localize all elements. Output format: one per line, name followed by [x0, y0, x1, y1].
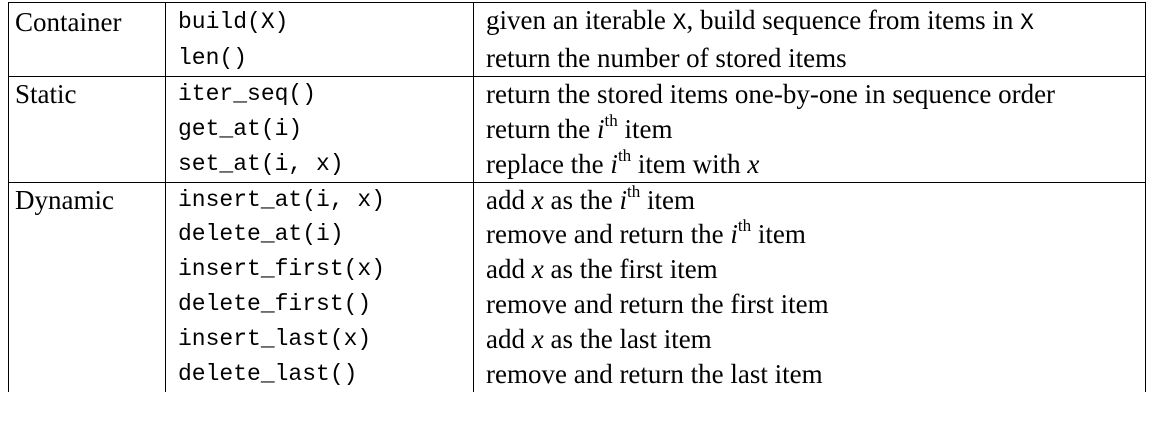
description-text: replace the	[486, 148, 611, 179]
table-row: insert_last(x)add x as the last item	[8, 322, 1146, 358]
description-text: return the	[486, 113, 597, 144]
description-text: remove and return the	[486, 219, 731, 250]
operation-cell: set_at(i, x)	[165, 146, 474, 183]
description-cell: remove and return the last item	[473, 357, 1146, 392]
description-cell: remove and return the first item	[473, 287, 1146, 323]
math-variable: i	[619, 184, 627, 215]
category-cell	[8, 322, 166, 358]
operation-cell: iter_seq()	[165, 75, 474, 112]
category-cell	[8, 287, 166, 323]
math-variable: x	[531, 324, 544, 355]
description-text: given an iterable	[486, 5, 673, 35]
description-cell: return the number of stored items	[473, 40, 1146, 77]
operation-cell: len()	[165, 40, 474, 77]
category-cell: Static	[8, 75, 166, 112]
table-row: insert_first(x)add x as the first item	[8, 252, 1146, 288]
table-row: get_at(i)return the ith item	[8, 110, 1146, 147]
table-row: set_at(i, x)replace the ith item with x	[8, 145, 1146, 183]
description-cell: return the ith item	[473, 110, 1146, 147]
description-cell: replace the ith item with x	[473, 145, 1146, 183]
description-cell: add x as the ith item	[473, 181, 1146, 218]
description-text: return the number of stored items	[486, 42, 847, 73]
description-text: add	[486, 324, 532, 355]
ordinal-suffix: th	[626, 181, 641, 201]
description-text: item	[751, 219, 806, 250]
math-variable: x	[747, 148, 760, 179]
description-text: as the first item	[543, 254, 718, 285]
description-text: item	[640, 184, 695, 215]
category-cell	[8, 40, 166, 77]
description-cell: add x as the last item	[473, 322, 1146, 358]
description-text: remove and return the last item	[486, 359, 823, 390]
operation-cell: insert_first(x)	[165, 252, 474, 288]
description-cell: remove and return the ith item	[473, 216, 1146, 253]
description-text: add	[486, 254, 532, 285]
category-cell: Container	[8, 1, 166, 41]
ordinal-suffix: th	[617, 145, 632, 165]
category-cell	[8, 146, 166, 183]
operation-cell: get_at(i)	[165, 111, 474, 147]
math-variable: i	[730, 219, 738, 250]
operation-cell: build(X)	[165, 1, 474, 41]
category-cell	[8, 252, 166, 288]
description-text: remove and return the first item	[486, 289, 829, 320]
description-text: item with	[631, 148, 748, 179]
description-text: as the	[543, 184, 620, 215]
math-variable: i	[596, 113, 605, 144]
description-cell: return the stored items one-by-one in se…	[473, 75, 1146, 112]
math-variable: x	[531, 184, 544, 215]
table-row: delete_last() remove and return the last …	[8, 357, 1146, 392]
operation-cell: delete_last()	[165, 357, 474, 392]
table-row: delete_first() remove and return the firs…	[8, 287, 1146, 323]
math-variable: x	[531, 254, 544, 285]
description-text: as the last item	[543, 324, 712, 355]
math-variable: i	[610, 148, 618, 179]
category-cell	[8, 217, 166, 253]
category-cell	[8, 357, 166, 392]
description-text: item	[617, 113, 673, 144]
ordinal-suffix: th	[737, 216, 752, 236]
operation-cell: delete_first()	[165, 287, 474, 323]
operation-cell: insert_at(i, x)	[165, 181, 474, 218]
operation-cell: delete_at(i)	[165, 217, 474, 253]
operation-cell: insert_last(x)	[165, 322, 474, 358]
description-text: , build sequence from items in	[686, 5, 1021, 35]
ordinal-suffix: th	[604, 110, 618, 130]
code-variable: X	[672, 10, 687, 36]
table-row: delete_at(i)remove and return the ith it…	[8, 216, 1146, 253]
category-cell	[8, 111, 166, 147]
table-row: len() return the number of stored items	[8, 40, 1146, 77]
description-cell: add x as the first item	[473, 252, 1146, 288]
code-variable: X	[1020, 10, 1034, 36]
description-text: return the stored items one-by-one in se…	[486, 78, 1056, 109]
category-cell: Dynamic	[8, 181, 166, 218]
description-cell: given an iterable X, build sequence from…	[473, 1, 1146, 41]
description-text: add	[486, 184, 532, 215]
